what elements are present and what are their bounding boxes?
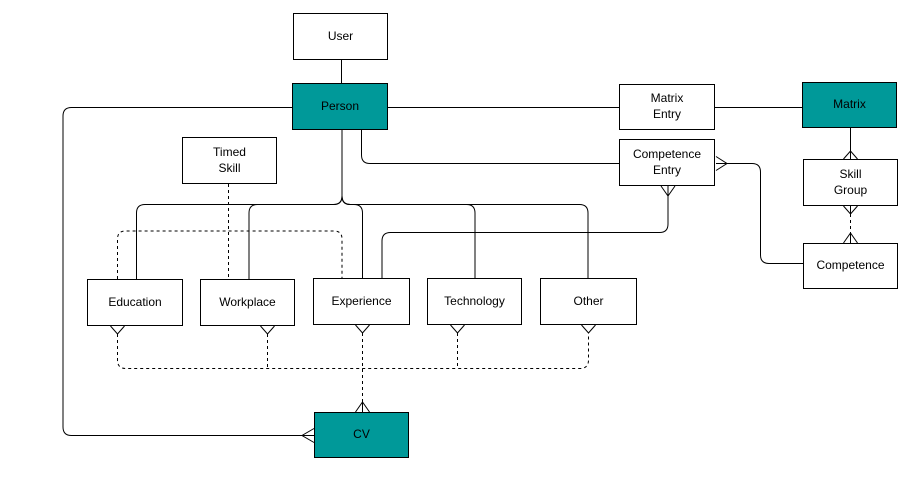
branch-workplace [248, 195, 343, 279]
entity-matrix[interactable]: Matrix [802, 82, 897, 128]
entity-workplace[interactable]: Workplace [200, 279, 295, 326]
connector-competence-entry-experience[interactable] [381, 185, 676, 278]
crowfoot-experience-bottom [355, 324, 370, 334]
timed-skill-education-experience [117, 230, 343, 279]
entity-timed-skill[interactable]: Timed Skill [182, 137, 277, 184]
entity-competence-entry-label: Competence Entry [632, 146, 702, 177]
crowfoot-skill-group-top [843, 150, 858, 160]
entity-cv-label: CV [353, 427, 370, 442]
entity-other[interactable]: Other [540, 278, 637, 325]
crowfoot-skill-group-bottom [843, 205, 858, 215]
details-cv-dashed-net [117, 333, 589, 402]
entity-person-label: Person [320, 98, 360, 113]
crowfoot-competence-entry-right [715, 156, 728, 171]
entity-user-label: User [327, 28, 354, 43]
connector-details-cv[interactable] [110, 324, 596, 413]
entity-cv[interactable]: CV [314, 412, 409, 458]
crowfoot-workplace-bottom [260, 325, 275, 335]
crowfoot-other-bottom [581, 324, 596, 334]
entity-other-label: Other [573, 293, 604, 308]
crowfoot-education-bottom [110, 325, 125, 335]
crowfoot-cv-left [301, 428, 315, 443]
connector-person-competence-entry[interactable] [361, 130, 620, 164]
crowfoot-cv-top [355, 401, 370, 413]
entity-education[interactable]: Education [87, 279, 183, 326]
connector-skill-group-competence[interactable] [843, 205, 858, 244]
entity-matrix-entry[interactable]: Matrix Entry [619, 84, 715, 130]
connector-person-detail-branches[interactable] [136, 130, 589, 279]
entity-competence[interactable]: Competence [803, 243, 898, 289]
entity-skill-group[interactable]: Skill Group [803, 159, 898, 206]
entity-technology[interactable]: Technology [427, 278, 522, 325]
branch-education [136, 195, 343, 279]
entity-education-label: Education [108, 294, 162, 309]
entity-competence-label: Competence [816, 258, 885, 273]
branch-experience [341, 195, 363, 278]
entity-experience-label: Experience [331, 293, 392, 308]
connector-competence-entry-competence[interactable] [715, 156, 803, 264]
branch-other [341, 195, 589, 278]
crowfoot-technology-bottom [450, 324, 465, 334]
entity-workplace-label: Workplace [219, 294, 276, 309]
crowfoot-competence-top [843, 232, 858, 244]
entity-skill-group-label: Skill Group [833, 166, 868, 197]
entity-person[interactable]: Person [292, 83, 388, 130]
entity-timed-skill-label: Timed Skill [213, 144, 246, 175]
entity-matrix-label: Matrix [833, 97, 866, 112]
connector-person-cv[interactable] [62, 107, 315, 443]
entity-competence-entry[interactable]: Competence Entry [619, 139, 715, 186]
entity-technology-label: Technology [444, 293, 505, 308]
connector-timed-skill-links[interactable] [117, 184, 343, 279]
connector-matrix-skill-group[interactable] [843, 128, 858, 160]
entity-matrix-entry-label: Matrix Entry [650, 91, 684, 121]
entity-user[interactable]: User [293, 13, 388, 60]
entity-experience[interactable]: Experience [313, 278, 410, 325]
